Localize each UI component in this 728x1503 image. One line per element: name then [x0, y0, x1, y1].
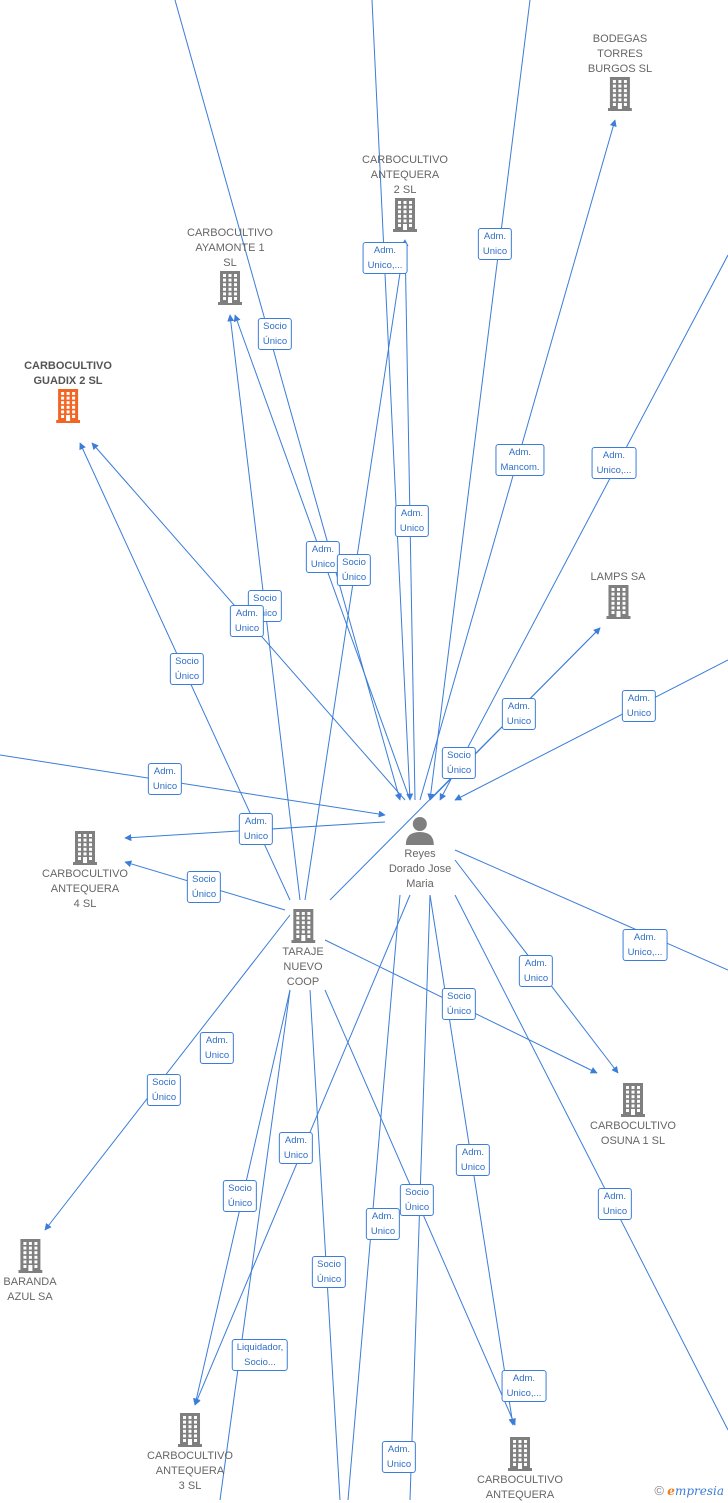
node-baranda[interactable]: BARANDA AZUL SA: [3, 1239, 57, 1305]
building-icon: [72, 831, 97, 865]
node-label: Reyes Dorado Jose Maria: [388, 848, 452, 890]
edge-label[interactable]: Liquidador, Socio...: [231, 1339, 289, 1371]
edge-label[interactable]: Adm. Unico: [147, 763, 183, 795]
edge-line: [309, 989, 341, 1500]
building-icon: [55, 389, 80, 423]
edge-label[interactable]: Adm. Unico: [621, 690, 657, 722]
edge-line: [219, 989, 291, 1500]
edge-label[interactable]: Socio Único: [399, 1184, 435, 1216]
building-icon: [290, 909, 315, 943]
node-guadix[interactable]: CARBOCULTIVO GUADIX 2 SL: [24, 359, 112, 425]
edge-label[interactable]: Adm. Unico,...: [591, 447, 637, 479]
edge-label[interactable]: Socio Único: [169, 653, 205, 685]
edge-label[interactable]: Socio Único: [222, 1180, 258, 1212]
node-label: CARBOCULTIVO AYAMONTE 1 SL: [187, 227, 273, 269]
node-label: CARBOCULTIVO GUADIX 2 SL: [24, 360, 112, 387]
building-icon: [608, 77, 632, 111]
node-label: TARAJE NUEVO COOP: [282, 946, 324, 988]
edge-label[interactable]: Adm. Unico: [501, 698, 537, 730]
building-icon: [217, 271, 242, 305]
edge-label[interactable]: Adm. Unico: [518, 955, 554, 987]
edge-line: [174, 0, 402, 801]
edge-label[interactable]: Socio Único: [146, 1074, 182, 1106]
edge-label[interactable]: Adm. Unico: [238, 813, 274, 845]
node-lamps[interactable]: LAMPS SA: [590, 570, 646, 621]
node-label: CARBOCULTIVO ANTEQUERA 3 SL: [147, 1450, 233, 1492]
node-label: LAMPS SA: [590, 571, 646, 583]
edge-label[interactable]: Socio Único: [257, 318, 293, 350]
edge-label[interactable]: Adm. Unico: [477, 228, 513, 260]
node-ant4[interactable]: CARBOCULTIVO ANTEQUERA 4 SL: [42, 831, 128, 912]
node-label: BODEGAS TORRES BURGOS SL: [587, 33, 653, 75]
edge-line: [454, 894, 728, 1431]
node-label: BARANDA AZUL SA: [3, 1276, 57, 1303]
edge-label[interactable]: Socio Único: [186, 871, 222, 903]
edge-label[interactable]: Adm. Unico: [365, 1208, 401, 1240]
footer-brand[interactable]: © empresia: [654, 1483, 724, 1498]
building-icon: [606, 585, 630, 619]
brand-name: mpresia: [674, 1484, 724, 1498]
edge-line: [44, 914, 291, 1231]
edge-label[interactable]: Adm. Unico: [199, 1032, 235, 1064]
node-ayamonte[interactable]: CARBOCULTIVO AYAMONTE 1 SL: [187, 226, 273, 307]
edge-label[interactable]: Socio Único: [336, 554, 372, 586]
edge-label[interactable]: Adm. Unico,...: [362, 242, 408, 274]
edge-line: [427, 0, 531, 801]
edge-line: [347, 894, 401, 1500]
node-ant3[interactable]: CARBOCULTIVO ANTEQUERA 3 SL: [147, 1413, 233, 1494]
edge-label[interactable]: Adm. Unico: [305, 541, 341, 573]
node-bodegas[interactable]: BODEGAS TORRES BURGOS SL: [588, 32, 652, 113]
building-icon: [507, 1437, 532, 1471]
node-taraje[interactable]: TARAJE NUEVO COOP: [282, 909, 324, 990]
edge-label[interactable]: Adm. Unico,...: [622, 929, 668, 961]
edge-label[interactable]: Adm. Unico: [278, 1132, 314, 1164]
edge-label[interactable]: Adm. Unico: [229, 605, 265, 637]
node-ant2[interactable]: CARBOCULTIVO ANTEQUERA 2 SL: [362, 153, 448, 234]
node-antb[interactable]: CARBOCULTIVO ANTEQUERA: [477, 1437, 563, 1503]
edge-label[interactable]: Socio Único: [441, 747, 477, 779]
edge-line: [454, 659, 728, 801]
node-label: CARBOCULTIVO OSUNA 1 SL: [590, 1120, 676, 1147]
edge-label[interactable]: Socio Único: [311, 1256, 347, 1288]
edge-label[interactable]: Socio Único: [441, 988, 477, 1020]
node-label: CARBOCULTIVO ANTEQUERA: [477, 1474, 563, 1501]
building-icon: [177, 1413, 202, 1447]
edge-label[interactable]: Adm. Mancom.: [495, 444, 545, 476]
node-label: CARBOCULTIVO ANTEQUERA 2 SL: [362, 154, 448, 196]
building-icon: [392, 198, 417, 232]
edge-label[interactable]: Adm. Unico: [455, 1144, 491, 1176]
edge-label[interactable]: Adm. Unico: [394, 505, 430, 537]
copyright-symbol: ©: [654, 1483, 664, 1498]
brand-e: e: [667, 1484, 675, 1498]
node-reyes[interactable]: Reyes Dorado Jose Maria: [389, 815, 451, 892]
node-label: CARBOCULTIVO ANTEQUERA 4 SL: [42, 868, 128, 910]
edge-label[interactable]: Adm. Unico: [597, 1188, 633, 1220]
building-icon: [18, 1239, 42, 1273]
node-osuna[interactable]: CARBOCULTIVO OSUNA 1 SL: [590, 1083, 676, 1149]
edge-line: [454, 849, 728, 971]
edge-label[interactable]: Adm. Unico,...: [501, 1370, 547, 1402]
person-icon: [406, 817, 434, 845]
edge-line: [371, 0, 414, 801]
edge-line: [439, 254, 728, 801]
edge-line: [0, 754, 386, 818]
building-icon: [620, 1083, 645, 1117]
edge-label[interactable]: Adm. Unico: [381, 1441, 417, 1473]
